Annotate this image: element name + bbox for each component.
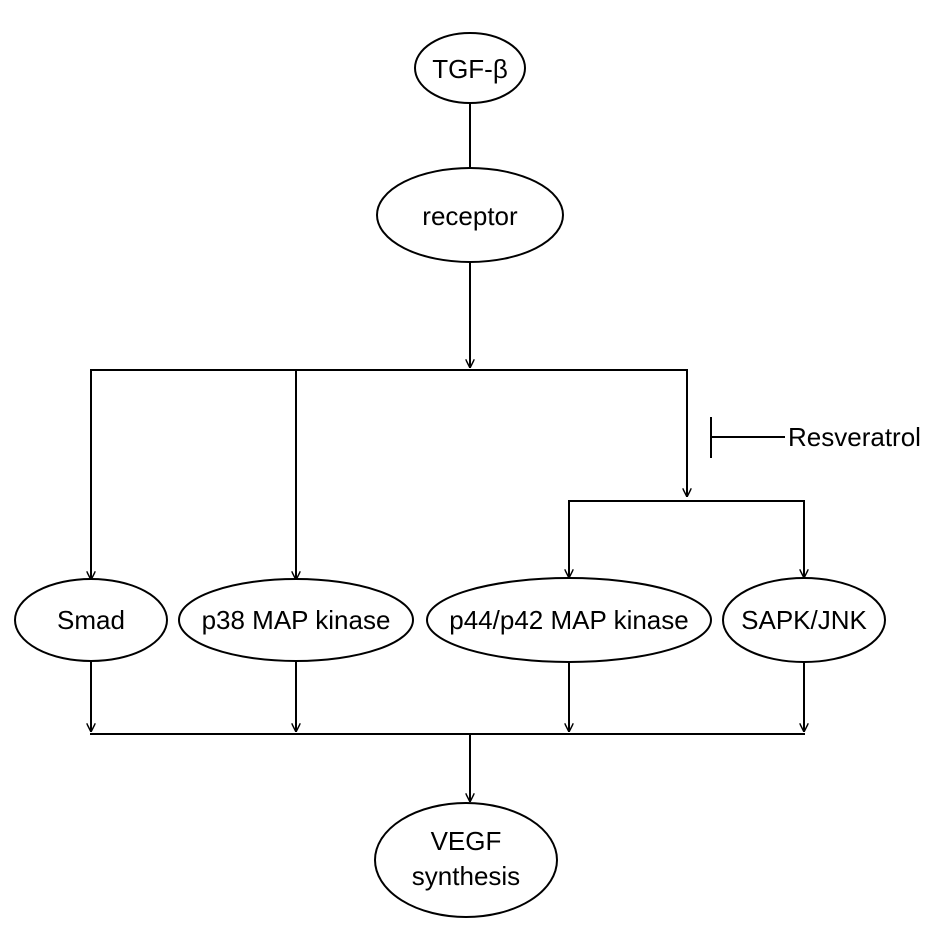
node-sapk-jnk: SAPK/JNK <box>722 577 886 663</box>
node-vegf-label-line1: VEGF <box>431 826 502 856</box>
node-p38-map-kinase: p38 MAP kinase <box>178 578 414 662</box>
node-p44-p42-label: p44/p42 MAP kinase <box>449 605 688 635</box>
node-smad: Smad <box>14 578 168 662</box>
edges <box>90 103 805 802</box>
node-tgf-beta: TGF-β <box>414 32 526 104</box>
node-p38-label: p38 MAP kinase <box>202 605 391 635</box>
node-vegf-label-line2: synthesis <box>412 861 520 891</box>
node-sapk-jnk-label: SAPK/JNK <box>741 605 867 635</box>
node-receptor: receptor <box>376 167 564 263</box>
node-vegf-synthesis: VEGF synthesis <box>374 802 558 918</box>
inhibitor-label: Resveratrol <box>788 422 921 452</box>
node-tgf-beta-label: TGF-β <box>432 54 508 84</box>
node-receptor-label: receptor <box>422 201 518 231</box>
node-smad-label: Smad <box>57 605 125 635</box>
node-p44-p42-map-kinase: p44/p42 MAP kinase <box>426 577 712 663</box>
